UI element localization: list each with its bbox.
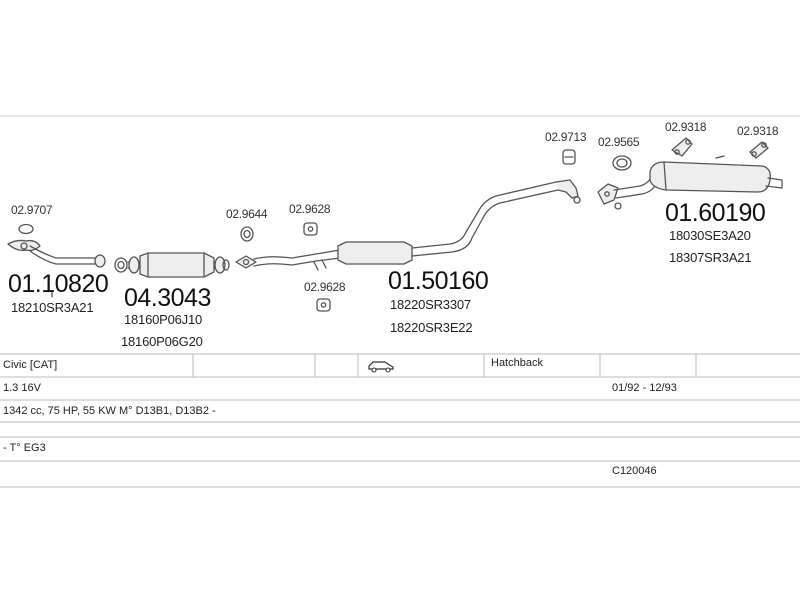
catalyst-shape — [127, 252, 230, 278]
oem-18220SR3307: 18220SR3307 — [390, 297, 471, 312]
hatchback-car-icon — [368, 361, 394, 373]
gasket-02-9644 — [240, 226, 254, 242]
vehicle-date-range: 01/92 - 12/93 — [612, 382, 677, 394]
vehicle-code: C120046 — [612, 465, 657, 477]
part-01-50160: 01.50160 — [388, 267, 489, 295]
oem-18030SE3A20: 18030SE3A20 — [669, 228, 751, 243]
vehicle-type: - T° EG3 — [3, 442, 46, 454]
code-02-9318-a: 02.9318 — [665, 120, 707, 134]
vehicle-body-type: Hatchback — [491, 357, 543, 369]
code-02-9707: 02.9707 — [11, 203, 53, 217]
gasket-front — [114, 257, 128, 273]
mount-02-9713 — [562, 149, 576, 165]
part-04-3043: 04.3043 — [124, 284, 211, 312]
oem-18160P06G20: 18160P06G20 — [121, 334, 203, 349]
vehicle-engine: 1.3 16V — [3, 382, 41, 394]
clamp-ring-02-9707 — [18, 223, 34, 235]
vehicle-spec: 1342 cc, 75 HP, 55 KW M° D13B1, D13B2 - — [3, 405, 216, 417]
code-02-9628-lower: 02.9628 — [304, 280, 346, 294]
part-01-60190: 01.60190 — [665, 199, 766, 227]
oem-18307SR3A21: 18307SR3A21 — [669, 250, 752, 265]
code-02-9713: 02.9713 — [545, 130, 587, 144]
middle-pipe-shape — [235, 179, 581, 271]
code-02-9628-upper: 02.9628 — [289, 202, 331, 216]
mount-02-9318-b — [749, 141, 769, 159]
front-pipe-shape — [7, 239, 106, 298]
oem-18220SR3E22: 18220SR3E22 — [390, 320, 473, 335]
oem-18160P06J10: 18160P06J10 — [124, 312, 203, 327]
code-02-9565: 02.9565 — [598, 135, 640, 149]
part-01-10820: 01.10820 — [8, 270, 109, 298]
rear-silencer-shape — [597, 155, 783, 210]
code-02-9644: 02.9644 — [226, 207, 268, 221]
vehicle-model: Civic [CAT] — [3, 359, 58, 371]
rubber-hanger-lower — [316, 298, 331, 312]
gasket-02-9565 — [612, 155, 632, 171]
rubber-hanger-upper — [303, 222, 318, 236]
code-02-9318-b: 02.9318 — [737, 124, 779, 138]
oem-18210SR3A21: 18210SR3A21 — [11, 300, 94, 315]
mount-02-9318-a — [671, 137, 693, 157]
